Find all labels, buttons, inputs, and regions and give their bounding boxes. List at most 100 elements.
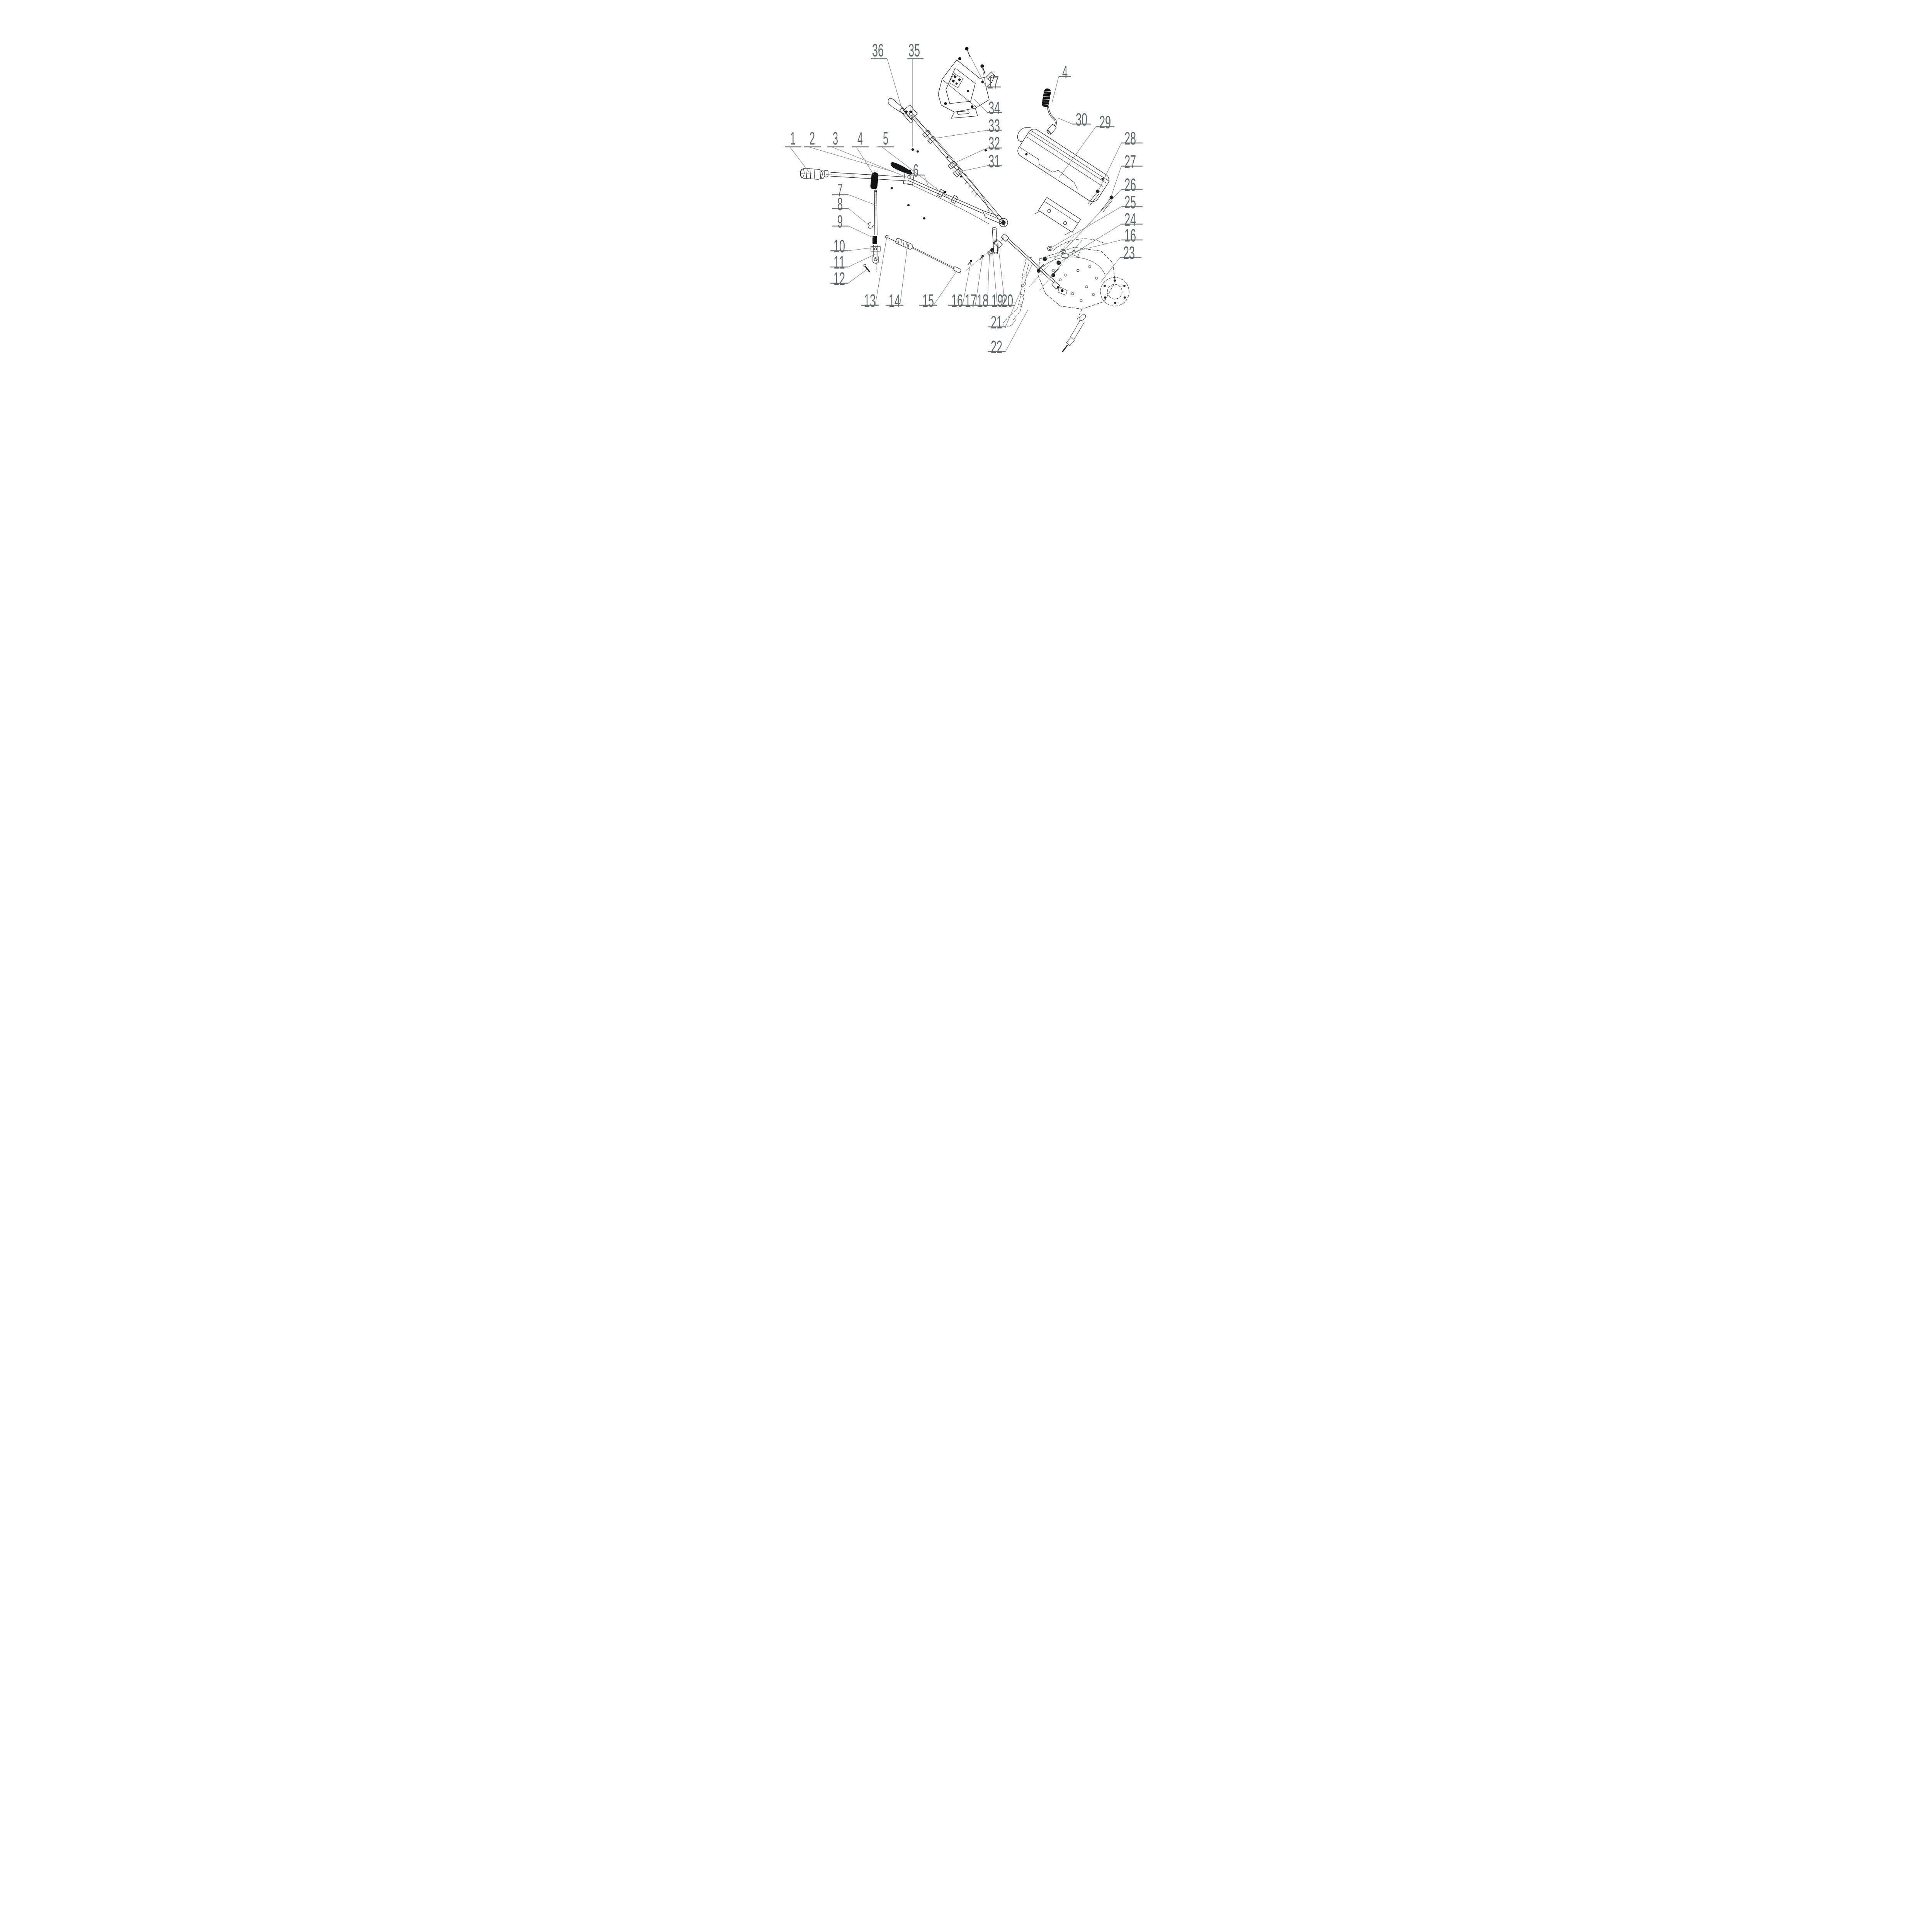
leader-line — [924, 175, 931, 193]
callout-number: 17 — [965, 291, 976, 311]
callout-number: 2 — [810, 128, 815, 148]
rubber-grip — [870, 172, 879, 190]
callout-number: 3 — [833, 128, 838, 148]
leader-line — [952, 148, 988, 164]
cotter-pin — [865, 266, 870, 272]
callout-number: 1 — [790, 128, 796, 148]
callout-21: 21 — [988, 263, 1033, 332]
callout-number: 21 — [991, 312, 1002, 332]
callout-2: 2 — [804, 128, 896, 173]
pivot-eye — [999, 218, 1008, 227]
leader-line — [1057, 117, 1073, 124]
callout-number: 11 — [833, 252, 845, 272]
frame-bolts — [891, 149, 987, 219]
exploded-diagram: 1234567891011121314151617181920212223242… — [785, 40, 1143, 357]
callout-number: 19 — [992, 291, 1003, 311]
leader-line — [929, 130, 988, 139]
latch-rod — [874, 190, 878, 235]
callout-number: 30 — [1076, 109, 1087, 129]
linkage-rods — [885, 233, 1060, 289]
shift-lever — [1042, 88, 1057, 135]
callout-number: 27 — [1124, 151, 1136, 172]
seat-panel — [1017, 129, 1109, 202]
leader-line — [966, 49, 986, 87]
leader-line — [848, 226, 874, 238]
callout-number: 23 — [1123, 243, 1135, 263]
clutch-lever-blade — [890, 162, 912, 175]
shift-lever-grip — [1042, 88, 1051, 107]
leader-line — [848, 208, 871, 226]
callout-33: 33 — [929, 116, 1002, 139]
leader-line — [1058, 224, 1122, 263]
callout-29: 29 — [1059, 112, 1114, 178]
callout-number: 16 — [1124, 225, 1136, 245]
leader-line — [848, 247, 873, 251]
cover-bolt-holes — [944, 57, 984, 108]
shift-link-rod — [1007, 238, 1055, 283]
handle-grip — [800, 168, 825, 180]
leader-line — [848, 269, 867, 284]
leader-line — [1051, 76, 1059, 104]
callout-4: 4 — [852, 128, 874, 175]
callout-number: 12 — [833, 269, 845, 289]
callout-number: 26 — [1124, 175, 1136, 195]
leader-line — [1063, 189, 1122, 252]
callout-24: 24 — [1058, 209, 1143, 263]
callout-number: 4 — [1062, 62, 1068, 82]
gearbox-assembly — [1038, 238, 1129, 352]
callout-number: 6 — [913, 160, 918, 180]
callout-number: 14 — [889, 291, 900, 311]
callout-32: 32 — [952, 133, 1002, 164]
trunnion-block — [871, 246, 881, 252]
leader-line — [998, 244, 1005, 306]
leader-line — [1097, 143, 1122, 192]
leader-line — [975, 256, 983, 306]
leader-line — [1005, 263, 1033, 327]
leader-line — [808, 146, 896, 173]
leader-line — [973, 99, 988, 113]
callout-35: 35 — [907, 40, 923, 147]
callout-14: 14 — [886, 244, 908, 311]
callout-9: 9 — [832, 211, 874, 238]
leader-line — [875, 236, 887, 306]
callout-18: 18 — [975, 253, 990, 311]
leader-line — [1100, 257, 1121, 283]
callout-number: 18 — [977, 291, 988, 311]
callout-28: 28 — [1097, 128, 1143, 192]
callout-number: 36 — [872, 40, 884, 60]
callout-number: 24 — [1124, 209, 1136, 230]
callout-36: 36 — [871, 40, 903, 111]
callout-6: 6 — [908, 160, 931, 193]
leader-line — [848, 254, 876, 267]
callout-16: 16 — [1044, 225, 1143, 259]
callout-19: 19 — [990, 250, 1005, 311]
callout-15: 15 — [919, 270, 957, 311]
link-arm — [982, 210, 1005, 226]
latch-rod-assembly — [863, 172, 881, 273]
axle-flange — [1100, 277, 1129, 306]
callout-number: 8 — [837, 194, 843, 214]
callout-7: 7 — [832, 180, 875, 205]
leader-line — [1044, 240, 1122, 259]
leader-line — [848, 194, 875, 205]
callout-26: 26 — [1063, 175, 1143, 252]
callout-number: 32 — [988, 133, 1000, 153]
callout-25: 25 — [1049, 192, 1143, 249]
seat-front-hook — [1017, 127, 1032, 142]
callout-number: 28 — [1124, 128, 1136, 148]
callout-number: 16 — [951, 291, 963, 311]
callout-number: 13 — [864, 291, 876, 311]
callout-5: 5 — [878, 128, 949, 198]
leader-line — [987, 253, 990, 306]
clutch-lever-assembly — [888, 98, 915, 185]
callout-3: 3 — [827, 128, 906, 177]
callout-number: 34 — [988, 98, 1000, 118]
clevis-sleeve — [993, 239, 1003, 248]
callout-number: 22 — [991, 337, 1002, 357]
latch-lever-blade — [888, 98, 908, 115]
callout-number: 5 — [883, 128, 888, 148]
leader-line — [831, 146, 906, 177]
callout-20: 20 — [998, 244, 1015, 311]
grip-ferrule — [824, 170, 828, 177]
